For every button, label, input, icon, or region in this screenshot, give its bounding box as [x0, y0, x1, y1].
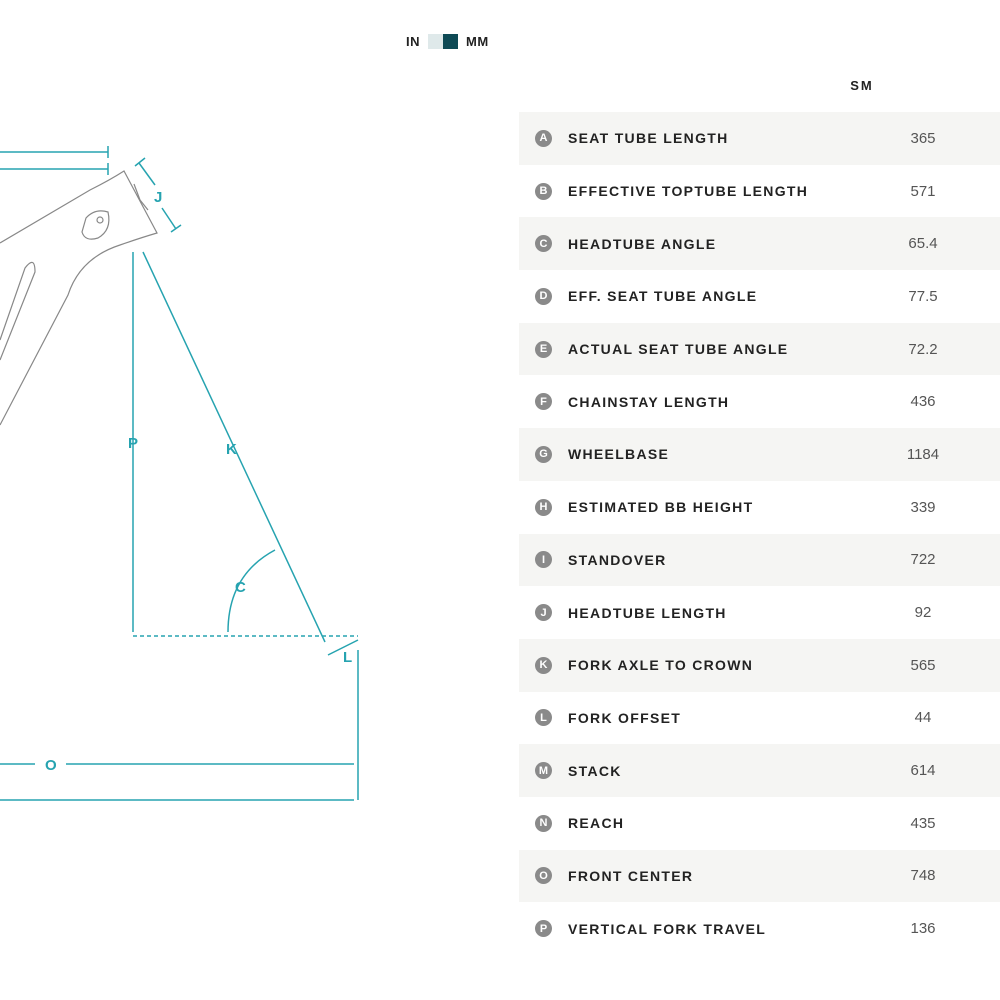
table-row: G WHEELBASE 1184: [519, 428, 1000, 481]
row-label: HEADTUBE LENGTH: [568, 604, 727, 621]
row-label: FORK OFFSET: [568, 709, 682, 726]
dim-label-j: J: [154, 189, 162, 206]
bike-frame-outline: [0, 170, 158, 426]
geometry-diagram: J P K C L O: [0, 146, 359, 801]
row-value: 339: [910, 498, 936, 516]
dim-label-c: C: [235, 579, 246, 596]
row-letter-badge: F: [535, 393, 552, 411]
unit-in-swatch[interactable]: [428, 34, 443, 49]
row-value: 77.5: [908, 287, 938, 305]
row-letter-badge: O: [535, 867, 552, 885]
row-letter-badge: J: [535, 604, 552, 622]
table-row: B EFFECTIVE TOPTUBE LENGTH 571: [519, 165, 1000, 218]
dimension-lines: [0, 146, 359, 801]
row-letter-badge: L: [535, 709, 552, 727]
row-value: 571: [910, 182, 936, 200]
table-row: P VERTICAL FORK TRAVEL 136: [519, 902, 1000, 955]
unit-in-label[interactable]: IN: [406, 34, 420, 49]
table-row: L FORK OFFSET 44: [519, 692, 1000, 745]
row-value: 436: [910, 393, 936, 411]
table-row: M STACK 614: [519, 744, 1000, 797]
row-value: 44: [914, 709, 932, 727]
table-row: H ESTIMATED BB HEIGHT 339: [519, 481, 1000, 534]
table-row: J HEADTUBE LENGTH 92: [519, 586, 1000, 639]
row-value: 136: [910, 920, 936, 938]
row-value: 92: [914, 604, 932, 622]
dim-label-k: K: [226, 441, 237, 458]
row-letter-badge: E: [535, 340, 552, 358]
row-value: 565: [910, 656, 936, 674]
row-value: 65.4: [908, 235, 938, 253]
dim-label-o: O: [45, 757, 57, 774]
row-value: 722: [910, 551, 936, 569]
row-letter-badge: P: [535, 920, 552, 938]
row-letter-badge: I: [535, 551, 552, 569]
table-row: I STANDOVER 722: [519, 533, 1000, 587]
row-label: CHAINSTAY LENGTH: [568, 393, 730, 410]
row-label: ESTIMATED BB HEIGHT: [568, 499, 754, 516]
row-label: EFF. SEAT TUBE ANGLE: [568, 288, 758, 305]
unit-mm-swatch[interactable]: [443, 34, 458, 49]
row-value: 435: [910, 814, 936, 832]
row-letter-badge: C: [535, 235, 552, 253]
dim-label-p: P: [128, 435, 138, 452]
row-label: STACK: [568, 762, 622, 779]
row-value: 1184: [906, 445, 940, 463]
row-letter-badge: B: [535, 182, 552, 200]
table-row: D EFF. SEAT TUBE ANGLE 77.5: [519, 270, 1000, 323]
unit-toggle[interactable]: IN MM: [406, 34, 489, 49]
row-label: WHEELBASE: [568, 446, 670, 463]
row-letter-badge: M: [535, 762, 552, 780]
table-row: E ACTUAL SEAT TUBE ANGLE 72.2: [519, 322, 1000, 376]
row-letter-badge: A: [535, 129, 552, 147]
row-letter-badge: G: [535, 445, 552, 463]
table-row: A SEAT TUBE LENGTH 365: [519, 112, 1000, 165]
row-value: 365: [910, 129, 936, 147]
row-letter-badge: D: [535, 287, 552, 305]
row-label: HEADTUBE ANGLE: [568, 235, 717, 252]
table-row: C HEADTUBE ANGLE 65.4: [519, 217, 1000, 271]
row-value: 614: [910, 762, 936, 780]
row-value: 748: [910, 867, 936, 885]
table-row: N REACH 435: [519, 797, 1000, 850]
row-label: FORK AXLE TO CROWN: [568, 657, 754, 674]
row-letter-badge: K: [535, 656, 552, 674]
row-label: VERTICAL FORK TRAVEL: [568, 920, 767, 937]
row-letter-badge: H: [535, 498, 552, 516]
row-label: SEAT TUBE LENGTH: [568, 130, 729, 147]
row-label: FRONT CENTER: [568, 867, 694, 884]
table-row: F CHAINSTAY LENGTH 436: [519, 375, 1000, 428]
dim-label-l: L: [343, 649, 352, 666]
row-value: 72.2: [908, 340, 938, 358]
unit-mm-label[interactable]: MM: [466, 34, 489, 49]
row-label: REACH: [568, 815, 625, 832]
row-label: EFFECTIVE TOPTUBE LENGTH: [568, 183, 809, 200]
row-label: ACTUAL SEAT TUBE ANGLE: [568, 341, 789, 358]
row-label: STANDOVER: [568, 551, 667, 568]
table-row: O FRONT CENTER 748: [519, 849, 1000, 903]
size-column-header: SM: [850, 78, 874, 93]
table-row: K FORK AXLE TO CROWN 565: [519, 638, 1000, 692]
row-letter-badge: N: [535, 814, 552, 832]
